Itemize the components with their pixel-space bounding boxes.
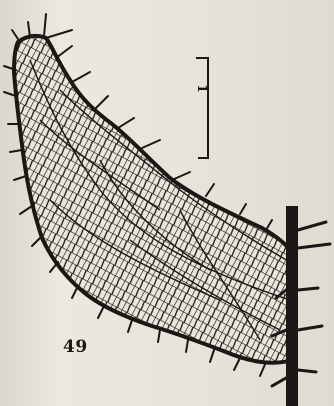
scale-label: 1 bbox=[194, 84, 209, 93]
leaf-network bbox=[14, 36, 292, 363]
figure-number: 49 bbox=[63, 337, 88, 357]
scale-bar bbox=[196, 58, 208, 158]
